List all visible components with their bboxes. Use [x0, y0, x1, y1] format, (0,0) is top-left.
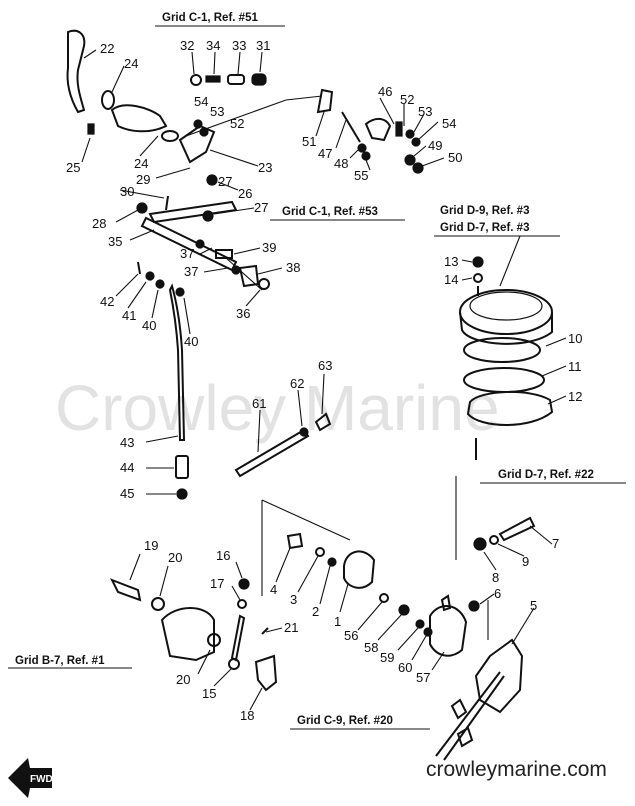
callout-20: 20 — [168, 550, 182, 565]
callout-2: 2 — [312, 604, 319, 619]
reference-labels: Grid C-1, Ref. #51 Grid C-1, Ref. #53 Gr… — [8, 12, 626, 730]
callout-46: 46 — [378, 84, 392, 99]
callout-16: 16 — [216, 548, 230, 563]
callout-58: 58 — [364, 640, 378, 655]
ref-grid-c1-51: Grid C-1, Ref. #51 — [162, 12, 258, 24]
leader-lines — [81, 49, 567, 711]
ref-grid-d9-3: Grid D-9, Ref. #3 — [440, 205, 529, 217]
callout-15: 15 — [202, 686, 216, 701]
callout-4: 4 — [270, 582, 277, 597]
callout-18: 18 — [240, 708, 254, 723]
ref-grid-c1-53: Grid C-1, Ref. #53 — [282, 206, 378, 218]
callout-39: 39 — [262, 240, 276, 255]
callout-5: 5 — [530, 598, 537, 613]
callout-36: 36 — [236, 306, 250, 321]
callout-32: 32 — [180, 38, 194, 53]
callout-6: 6 — [494, 586, 501, 601]
callout-49: 49 — [428, 138, 442, 153]
callout-54: 54 — [194, 94, 208, 109]
callout-30: 30 — [120, 184, 134, 199]
site-label: crowleymarine.com — [426, 758, 607, 781]
callout-55: 55 — [354, 168, 368, 183]
callout-63: 63 — [318, 358, 332, 373]
callout-56: 56 — [344, 628, 358, 643]
callout-43: 43 — [120, 435, 134, 450]
callout-52b: 52 — [400, 92, 414, 107]
callout-42: 42 — [100, 294, 114, 309]
callout-20b: 20 — [176, 672, 190, 687]
callout-37: 37 — [180, 246, 194, 261]
callout-61: 61 — [252, 396, 266, 411]
callout-35: 35 — [108, 234, 122, 249]
callout-10: 10 — [568, 331, 582, 346]
callout-27: 27 — [218, 174, 232, 189]
callout-24: 24 — [124, 56, 138, 71]
callout-48: 48 — [334, 156, 348, 171]
callout-7: 7 — [552, 536, 559, 551]
callout-45: 45 — [120, 486, 134, 501]
callout-numbers: 22 24 25 24 32 34 33 31 54 53 52 29 23 2… — [66, 38, 582, 723]
callout-22: 22 — [100, 41, 114, 56]
ref-grid-d7-3: Grid D-7, Ref. #3 — [440, 222, 529, 234]
callout-53: 53 — [210, 104, 224, 119]
parts-drawing — [66, 29, 554, 761]
callout-14: 14 — [444, 272, 458, 287]
callout-19: 19 — [144, 538, 158, 553]
callout-26: 26 — [238, 186, 252, 201]
ref-grid-b7-1: Grid B-7, Ref. #1 — [15, 655, 105, 667]
callout-52: 52 — [230, 116, 244, 131]
callout-38: 38 — [286, 260, 300, 275]
callout-37b: 37 — [184, 264, 198, 279]
callout-53b: 53 — [418, 104, 432, 119]
callout-33: 33 — [232, 38, 246, 53]
callout-47: 47 — [318, 146, 332, 161]
callout-17: 17 — [210, 576, 224, 591]
ref-grid-c9-20: Grid C-9, Ref. #20 — [297, 715, 393, 727]
callout-25: 25 — [66, 160, 80, 175]
callout-9: 9 — [522, 554, 529, 569]
callout-44: 44 — [120, 460, 134, 475]
ref-grid-d7-22: Grid D-7, Ref. #22 — [498, 469, 594, 481]
callout-50: 50 — [448, 150, 462, 165]
watermark: Crowley Marine — [55, 372, 500, 444]
callout-31: 31 — [256, 38, 270, 53]
callout-54b: 54 — [442, 116, 456, 131]
callout-28: 28 — [92, 216, 106, 231]
callout-59: 59 — [380, 650, 394, 665]
callout-62: 62 — [290, 376, 304, 391]
callout-40: 40 — [142, 318, 156, 333]
fwd-label: FWD — [30, 774, 53, 785]
callout-3: 3 — [290, 592, 297, 607]
callout-24b: 24 — [134, 156, 148, 171]
callout-41: 41 — [122, 308, 136, 323]
callout-51: 51 — [302, 134, 316, 149]
callout-60: 60 — [398, 660, 412, 675]
callout-40b: 40 — [184, 334, 198, 349]
callout-21: 21 — [284, 620, 298, 635]
callout-12: 12 — [568, 389, 582, 404]
callout-57: 57 — [416, 670, 430, 685]
callout-29: 29 — [136, 172, 150, 187]
callout-11: 11 — [568, 359, 582, 374]
callout-23: 23 — [258, 160, 272, 175]
callout-34: 34 — [206, 38, 220, 53]
callout-8: 8 — [492, 570, 499, 585]
fwd-arrow-icon: FWD — [8, 758, 53, 798]
callout-1: 1 — [334, 614, 341, 629]
callout-13: 13 — [444, 254, 458, 269]
callout-27b: 27 — [254, 200, 268, 215]
